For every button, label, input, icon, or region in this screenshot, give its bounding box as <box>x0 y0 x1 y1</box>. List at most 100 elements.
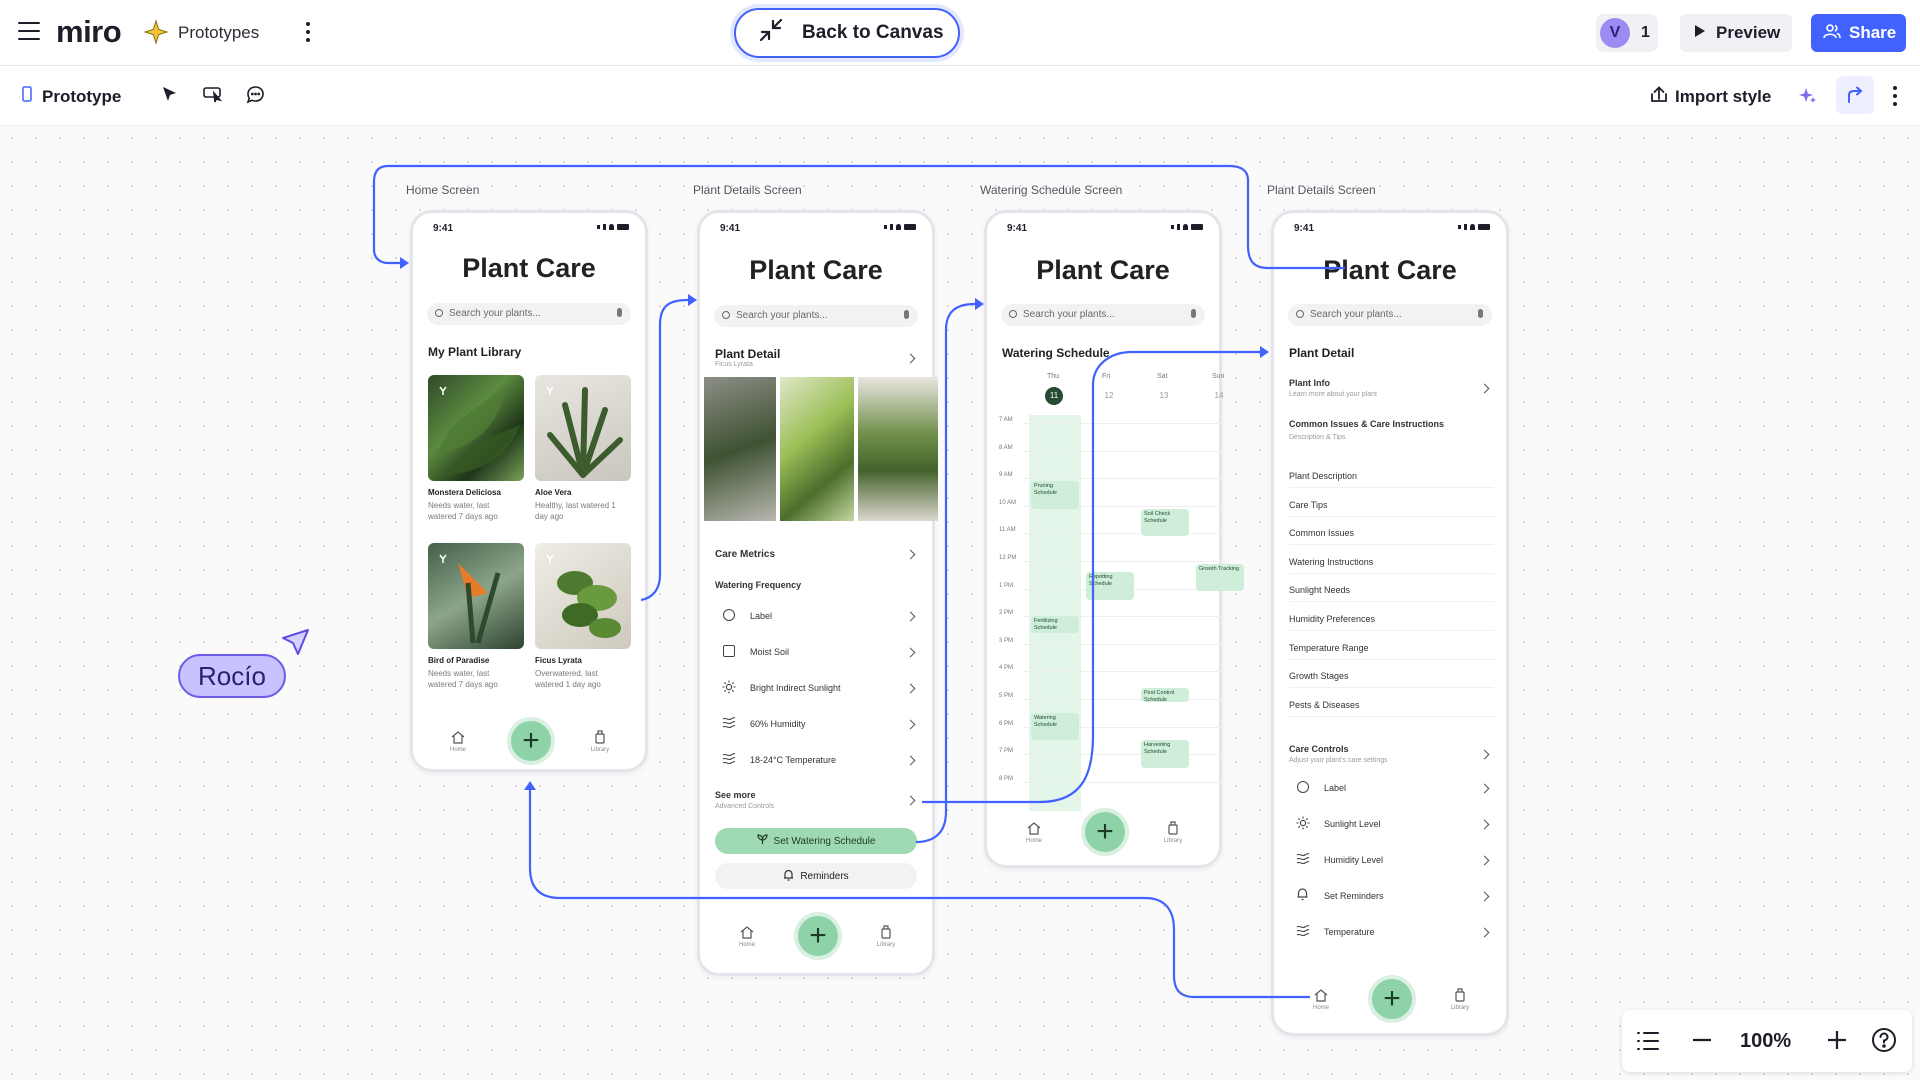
chevron-right-icon[interactable] <box>1479 891 1490 902</box>
plant-photo[interactable] <box>858 377 938 521</box>
frame-label-schedule[interactable]: Watering Schedule Screen <box>980 183 1123 197</box>
care-topic-item[interactable]: Common Issues <box>1289 528 1355 539</box>
plant-photo-bird-of-paradise[interactable] <box>428 543 524 649</box>
care-controls-heading[interactable]: Care Controls <box>1289 744 1349 754</box>
search-input[interactable]: Search your plants... <box>427 303 631 325</box>
care-topic-item[interactable]: Humidity Preferences <box>1289 614 1376 624</box>
plant-photo-monstera[interactable] <box>428 375 524 481</box>
watering-schedule-frame[interactable]: 9:41 Plant Care Search your plants... Wa… <box>984 210 1244 868</box>
plant-info-link[interactable]: Plant Info <box>1289 378 1330 388</box>
chevron-right-icon[interactable] <box>1479 749 1490 760</box>
search-input[interactable]: Search your plants... <box>1288 304 1492 326</box>
board-canvas[interactable] <box>0 126 1920 1080</box>
toolbar-more-icon[interactable] <box>1892 86 1898 108</box>
calendar-event[interactable]: Growth Tracking <box>1196 563 1244 592</box>
search-input[interactable]: Search your plants... <box>1001 304 1205 326</box>
board-options-icon[interactable] <box>305 22 311 44</box>
chevron-right-icon[interactable] <box>905 353 916 364</box>
library-tab-icon[interactable] <box>594 729 606 749</box>
chevron-right-icon[interactable] <box>1479 927 1490 938</box>
reminders-button[interactable]: Reminders <box>715 863 917 889</box>
chevron-right-icon[interactable] <box>905 647 916 658</box>
care-topic-item[interactable]: Plant Description <box>1289 471 1358 481</box>
zoom-out-icon[interactable] <box>1691 1029 1713 1056</box>
zoom-level[interactable]: 100% <box>1740 1030 1792 1052</box>
chevron-right-icon[interactable] <box>905 795 916 806</box>
care-topic-item[interactable]: Care Tips <box>1289 499 1328 510</box>
frame-label-details2[interactable]: Plant Details Screen <box>1267 183 1376 197</box>
see-more-link[interactable]: See more <box>715 790 756 800</box>
hotspot-icon[interactable] <box>203 85 223 108</box>
help-icon[interactable] <box>1871 1027 1897 1058</box>
add-plant-button[interactable]: + <box>1081 808 1129 856</box>
library-tab-icon[interactable] <box>880 924 892 944</box>
calendar-event[interactable]: Watering Schedule <box>1031 712 1079 741</box>
zoom-in-icon[interactable] <box>1826 1029 1848 1056</box>
mic-icon[interactable] <box>1191 309 1196 318</box>
calendar-event[interactable]: Fertilizing Schedule <box>1031 616 1079 633</box>
metric-row-label[interactable]: 60% Humidity <box>750 719 806 729</box>
board-name[interactable]: Prototypes <box>178 23 260 42</box>
comment-icon[interactable] <box>246 85 265 109</box>
control-row-label[interactable]: Sunlight Level <box>1324 819 1381 829</box>
chevron-right-icon[interactable] <box>905 683 916 694</box>
plant-photo-aloe[interactable] <box>535 375 631 481</box>
prototype-mode[interactable]: Prototype <box>22 86 121 107</box>
plant-photo[interactable] <box>780 377 854 521</box>
care-topic-item[interactable]: Growth Stages <box>1289 671 1349 682</box>
select-cursor-icon[interactable] <box>160 85 178 108</box>
frame-label-details[interactable]: Plant Details Screen <box>693 183 802 197</box>
search-input[interactable]: Search your plants... <box>714 305 918 327</box>
chevron-right-icon[interactable] <box>1479 855 1490 866</box>
care-topic-item[interactable]: Pests & Diseases <box>1289 699 1360 710</box>
care-metrics-heading[interactable]: Care Metrics <box>715 549 776 560</box>
calendar-day-number[interactable]: 13 <box>1159 391 1169 400</box>
main-menu-icon[interactable] <box>18 22 40 42</box>
chevron-right-icon[interactable] <box>1479 819 1490 830</box>
connection-tool-icon[interactable] <box>1836 76 1874 114</box>
home-screen-frame[interactable]: 9:41 Plant Care Search your plants... My… <box>410 210 648 772</box>
home-tab-icon[interactable] <box>451 731 465 749</box>
avatar[interactable]: V <box>1600 18 1630 48</box>
calendar-event[interactable]: Repotting Schedule <box>1086 572 1134 600</box>
calendar-event[interactable]: Soil Check Schedule <box>1141 508 1189 537</box>
calendar-event[interactable]: Pest Control Schedule <box>1141 687 1189 703</box>
chevron-right-icon[interactable] <box>905 755 916 766</box>
chevron-right-icon[interactable] <box>1479 783 1490 794</box>
calendar-day-number[interactable]: 14 <box>1214 391 1224 400</box>
plant-photo[interactable] <box>704 377 776 521</box>
care-topic-item[interactable]: Temperature Range <box>1289 642 1369 653</box>
metric-row-label[interactable]: Moist Soil <box>750 647 790 657</box>
add-plant-button[interactable]: + <box>794 912 842 960</box>
chevron-right-icon[interactable] <box>905 549 916 560</box>
mic-icon[interactable] <box>617 308 622 317</box>
control-row-label[interactable]: Set Reminders <box>1324 891 1384 901</box>
board-list-icon[interactable] <box>1636 1030 1660 1057</box>
control-row-label[interactable]: Humidity Level <box>1324 855 1384 865</box>
library-tab-icon[interactable] <box>1167 820 1179 840</box>
control-row-label[interactable]: Label <box>1324 783 1347 793</box>
control-row-label[interactable]: Temperature <box>1324 927 1375 937</box>
chevron-right-icon[interactable] <box>905 719 916 730</box>
add-plant-button[interactable]: + <box>1368 975 1416 1023</box>
chevron-right-icon[interactable] <box>1479 383 1490 394</box>
calendar-event[interactable]: Harvesting Schedule <box>1141 740 1189 768</box>
metric-row-label[interactable]: Bright Indirect Sunlight <box>750 683 841 693</box>
back-to-canvas-button[interactable]: Back to Canvas <box>734 8 960 58</box>
plant-details-frame[interactable]: 9:41 Plant Care Search your plants... Pl… <box>697 210 938 976</box>
mic-icon[interactable] <box>904 310 909 319</box>
set-watering-schedule-button[interactable]: Set Watering Schedule <box>715 828 917 854</box>
add-plant-button[interactable]: + <box>507 717 555 765</box>
metric-row-label[interactable]: Label <box>750 611 773 621</box>
metric-row-label[interactable]: 18-24°C Temperature <box>750 755 836 765</box>
share-button[interactable]: Share <box>1811 14 1906 52</box>
home-tab-icon[interactable] <box>1314 989 1328 1007</box>
mic-icon[interactable] <box>1478 309 1483 318</box>
calendar-event[interactable]: Pruning Schedule <box>1031 480 1079 509</box>
frame-label-home[interactable]: Home Screen <box>406 183 480 197</box>
library-tab-icon[interactable] <box>1454 987 1466 1007</box>
ai-sparkle-icon[interactable] <box>1798 86 1818 111</box>
calendar-day-number[interactable]: 12 <box>1104 391 1114 400</box>
import-style-button[interactable]: Import style <box>1651 85 1771 108</box>
